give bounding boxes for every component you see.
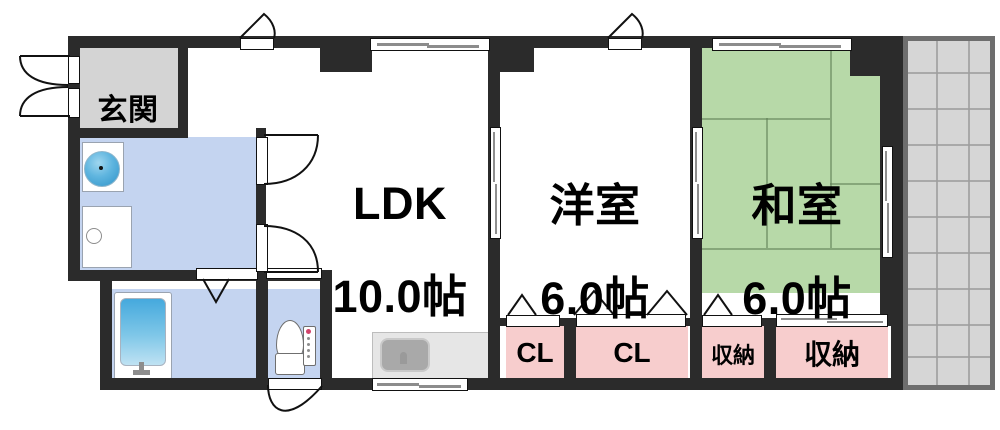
toilet-door-leaf[interactable] [268, 378, 322, 390]
wall-hall-vertical [256, 128, 266, 280]
wall-left-lower [100, 280, 112, 390]
balcony-grid-line [908, 288, 990, 290]
storage-shuno-1 [702, 325, 764, 381]
washroom-door-threshold [266, 268, 322, 279]
storage-shuno-2 [776, 325, 888, 381]
ldk-yoshitsu-sliding-door[interactable] [490, 127, 501, 239]
yoshitsu-awning-window-arc [607, 12, 644, 39]
washbasin-bowl [84, 151, 120, 187]
closet-door-cl-2[interactable] [576, 314, 686, 327]
balcony-grid-line [908, 108, 990, 110]
toilet-control-panel [303, 326, 316, 366]
wall-genkan-bottom [68, 128, 188, 138]
entrance-door-swing-arc [19, 86, 70, 117]
wall-bottom [100, 378, 903, 390]
wall-right [891, 36, 903, 390]
kitchen-faucet [400, 352, 407, 364]
genkan-name: 玄関 [97, 94, 159, 128]
washbasin-dot [99, 166, 103, 170]
balcony-grid-line [908, 356, 990, 358]
ldk-window[interactable] [370, 38, 490, 51]
tatami-seam [830, 183, 892, 185]
ldk-door-leaf[interactable] [256, 137, 268, 185]
hall-awning-window[interactable] [240, 38, 274, 50]
closet-door-shuno-1[interactable] [702, 315, 762, 327]
room-washitsu [702, 48, 892, 293]
yoshitsu-awning-window[interactable] [608, 38, 642, 50]
yoshitsu-size: 6.0帖 [540, 273, 650, 325]
bath-sliding-door[interactable] [196, 268, 258, 280]
wall-left-mid [68, 128, 80, 280]
washitsu-size: 6.0帖 [742, 273, 852, 325]
room-yoshitsu [500, 48, 690, 293]
closet-label-cl-2: CL [613, 337, 651, 368]
room-label-yoshitsu: 洋室 6.0帖 [500, 136, 690, 370]
balcony [903, 36, 995, 390]
balcony-grid-line [908, 144, 990, 146]
wall-closet-band [488, 318, 891, 326]
washroom-door-leaf[interactable] [256, 224, 268, 272]
entrance-door-swing-arc [19, 55, 70, 86]
folding-door-icon [646, 289, 688, 316]
toilet-panel-dot [307, 337, 310, 340]
storage-label-shuno-1: 収納 [710, 343, 755, 368]
tatami-seam [830, 48, 832, 248]
toilet-panel-dot [307, 343, 310, 346]
balcony-grid-line [908, 324, 990, 326]
closet-label-cl-1: CL [516, 337, 554, 368]
balcony-grid-line [908, 252, 990, 254]
bathtub-faucet [139, 362, 144, 372]
wall-closet-divider-1 [564, 318, 576, 381]
room-genkan [78, 48, 178, 128]
tatami-seam [702, 248, 830, 250]
balcony-grid-line [968, 41, 970, 385]
washitsu-window[interactable] [712, 38, 852, 51]
tatami-seam [766, 118, 768, 248]
washroom-door-swing-arc [263, 225, 319, 273]
balcony-grid-line [908, 180, 990, 182]
room-label-genkan: 玄関 [78, 64, 178, 158]
entrance-door-leaf-upper[interactable] [68, 56, 80, 84]
room-label-ldk: LDK 10.0帖 [300, 134, 500, 368]
toilet-door-swing-arc [267, 384, 323, 412]
entrance-door-leaf-lower[interactable] [68, 88, 80, 118]
folding-door-icon [703, 293, 733, 316]
folding-door-icon [507, 293, 537, 316]
balcony-grid-line [908, 72, 990, 74]
folding-door-icon [573, 289, 615, 316]
room-label-washitsu: 和室 6.0帖 [702, 136, 892, 370]
wall-top-block-ldk [320, 36, 372, 72]
ldk-size: 10.0帖 [332, 271, 468, 323]
yoshitsu-name: 洋室 [549, 179, 641, 231]
wall-ldk-left-lower [320, 270, 332, 390]
tatami-seam [830, 248, 892, 250]
kitchen-window[interactable] [372, 378, 468, 391]
kitchen-sink-bowl [380, 338, 430, 372]
closet-door-shuno-2[interactable] [776, 314, 888, 327]
closet-cl-2 [576, 325, 688, 381]
balcony-grid-line [908, 216, 990, 218]
washitsu-name: 和室 [751, 179, 843, 231]
wall-toilet-left [256, 280, 268, 390]
storage-label-shuno-2: 収納 [803, 339, 860, 370]
ldk-name: LDK [353, 177, 447, 229]
toilet-panel-dot [307, 355, 310, 358]
bath-door-direction-icon [202, 278, 230, 304]
closet-door-cl-1[interactable] [506, 315, 560, 327]
toilet-panel-dot [307, 349, 310, 352]
closet-cl-1 [506, 325, 564, 381]
wall-closet-divider-2 [764, 318, 776, 381]
washing-machine-space [82, 206, 132, 268]
bathtub [120, 298, 166, 366]
wall-genkan-right [178, 36, 188, 136]
wall-washroom-bottom [68, 270, 266, 281]
toilet-flush-button-icon [306, 329, 311, 334]
balcony-grid-line [936, 41, 938, 385]
yoshitsu-washitsu-sliding-door[interactable] [692, 127, 703, 239]
washitsu-balcony-sliding-door[interactable] [882, 146, 893, 258]
ldk-door-swing-arc [263, 134, 319, 185]
hall-awning-window-arc [239, 12, 276, 39]
bathtub-faucet-base [133, 370, 150, 375]
washing-machine-drum-icon [86, 228, 102, 244]
